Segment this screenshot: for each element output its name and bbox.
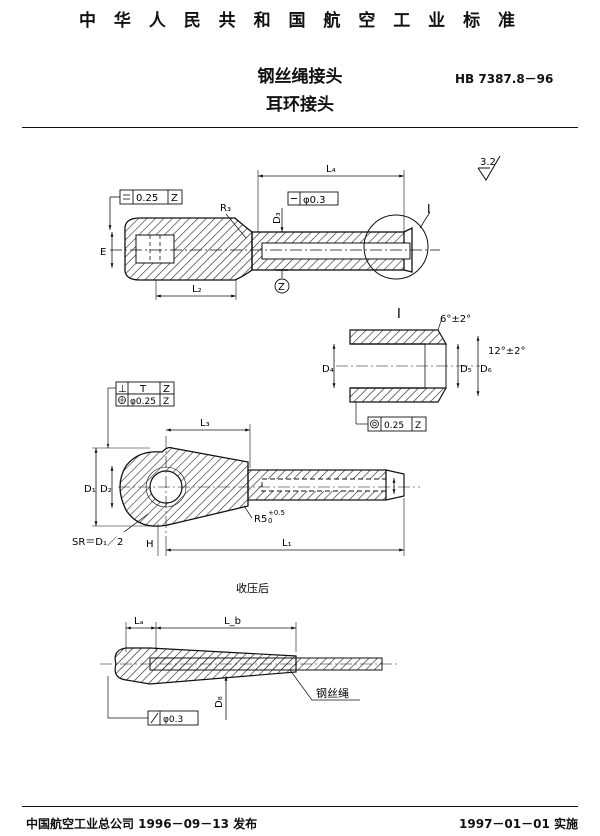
dim-E: E	[100, 247, 106, 258]
wire-rope-label: 钢丝绳	[316, 686, 349, 700]
detail-ref-label: I	[427, 202, 431, 216]
radius-tol-upper: +0.5	[268, 509, 285, 517]
bottom-rule	[22, 806, 578, 807]
crimped-tol-value: φ0.3	[163, 715, 183, 725]
tol-coax-value: 0.25	[384, 421, 404, 431]
dim-H: H	[146, 539, 154, 550]
detail-view: I D₄ D₅ D₆ 6°±2° 12°±2° 0	[322, 307, 525, 432]
dim-L2: L₂	[192, 284, 202, 295]
dim-D5: D₅	[460, 364, 472, 375]
sphere-label: SR＝D₁／2	[72, 536, 123, 548]
standard-code: HB 7387.8－96	[455, 72, 554, 86]
tol-pos-value: φ0.25	[130, 397, 156, 407]
dim-D8: D₈	[214, 696, 225, 708]
dim-Lb: L_b	[224, 616, 241, 627]
detail-view-label: I	[397, 307, 401, 322]
top-rule	[22, 127, 578, 128]
tol-straightness-frame: φ0.3	[287, 191, 339, 206]
side-view: ⊥ T Z φ0.25 Z L₃	[72, 381, 420, 556]
angle-top: 6°±2°	[440, 314, 471, 325]
dim-D1: D₁	[84, 484, 96, 495]
radius-label: R5	[254, 514, 267, 525]
dim-L4: L₄	[326, 164, 336, 175]
tol-perp-datum: Z	[163, 384, 170, 395]
tol-coax-frame: 0.25 Z	[355, 402, 427, 432]
main-view: I L₄ D₃ φ0.3 0.25 Z R₃	[100, 164, 440, 300]
dim-La: Lₐ	[134, 616, 144, 627]
dim-Rc: R₃	[220, 203, 231, 214]
tol-straight-value: φ0.3	[303, 195, 326, 206]
dim-L3: L₃	[200, 418, 210, 429]
dim-L1: L₁	[282, 538, 292, 549]
tol-flatness-frame: 0.25 Z	[108, 189, 183, 230]
implement-date: 1997－01－01 实施	[459, 817, 578, 831]
datum-Z-label: Z	[278, 282, 285, 293]
crimped-view: 收压后 Lₐ L_b D₈ φ0.3 钢丝绳	[100, 581, 400, 726]
tol-flat-datum: Z	[171, 193, 178, 204]
crimped-tol-frame: φ0.3	[107, 676, 199, 726]
surface-finish-symbol: 3.2	[477, 155, 501, 181]
issuer-text: 中国航空工业总公司 1996－09－13 发布	[26, 817, 258, 831]
angle-side: 12°±2°	[488, 346, 525, 357]
crimped-caption: 收压后	[236, 581, 269, 595]
tol-perp-value: T	[139, 384, 147, 395]
standard-org-header: 中 华 人 民 共 和 国 航 空 工 业 标 准	[78, 11, 522, 31]
tol-flat-value: 0.25	[136, 193, 158, 204]
tol-coax-datum: Z	[415, 421, 421, 431]
dim-D4: D₄	[322, 364, 334, 375]
tol-pos-datum: Z	[163, 397, 169, 407]
radius-tol-lower: 0	[268, 517, 272, 525]
dim-D2: D₂	[100, 484, 112, 495]
title-line1: 钢丝绳接头	[257, 67, 343, 87]
dim-D3: D₃	[272, 212, 283, 224]
tol-perp-frame: ⊥ T Z φ0.25 Z	[106, 381, 175, 448]
title-line2: 耳环接头	[266, 95, 334, 115]
dim-D6: D₆	[480, 364, 492, 375]
surface-finish-value: 3.2	[480, 157, 496, 168]
tol-perp-symbol: ⊥	[118, 384, 127, 395]
